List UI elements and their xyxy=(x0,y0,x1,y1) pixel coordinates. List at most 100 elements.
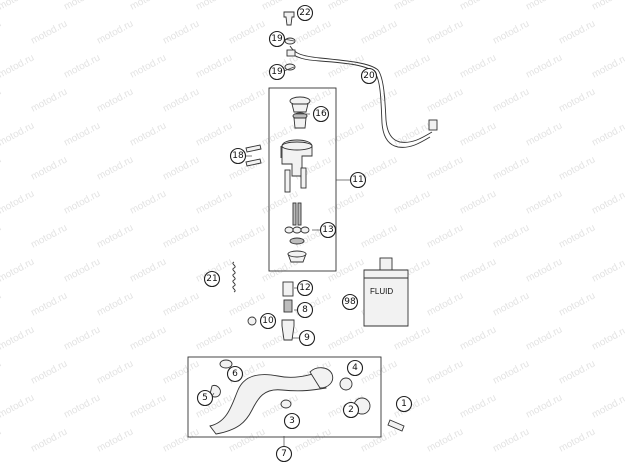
callout-11: 11 xyxy=(349,171,367,189)
watermark-text: motod.ru xyxy=(425,18,465,46)
fluid-label: FLUID xyxy=(370,287,393,296)
watermark-text: motod.ru xyxy=(458,188,498,216)
return-spring xyxy=(232,261,236,293)
watermark-text: motod.ru xyxy=(557,18,597,46)
svg-text:11: 11 xyxy=(352,175,363,185)
master-cylinder-parts xyxy=(280,96,313,263)
watermark-text: motod.ru xyxy=(458,392,498,420)
watermark-text: motod.ru xyxy=(524,0,564,13)
watermark-text: motod.ru xyxy=(161,154,201,182)
svg-text:6: 6 xyxy=(232,369,238,379)
svg-text:13: 13 xyxy=(322,225,333,235)
master-cylinder-frame xyxy=(268,87,337,272)
watermark-text: motod.ru xyxy=(359,222,399,250)
callout-1: 1 xyxy=(395,395,413,413)
svg-text:3: 3 xyxy=(289,416,295,426)
watermark-text: motod.ru xyxy=(95,18,135,46)
watermark-text: motod.ru xyxy=(95,290,135,318)
watermark-text: motod.ru xyxy=(326,52,366,80)
svg-text:19: 19 xyxy=(271,67,283,77)
watermark-text: motod.ru xyxy=(29,290,69,318)
watermark-text: motod.ru xyxy=(590,256,625,284)
brake-pedal-assembly xyxy=(209,359,405,435)
watermark-text: motod.ru xyxy=(227,18,267,46)
watermark-text: motod.ru xyxy=(458,52,498,80)
watermark-text: motod.ru xyxy=(557,358,597,386)
callout-21: 22 xyxy=(296,4,314,22)
svg-text:12: 12 xyxy=(299,283,310,293)
svg-text:10: 10 xyxy=(262,316,274,326)
watermark-text: motod.ru xyxy=(590,52,625,80)
watermark-text: motod.ru xyxy=(524,256,564,284)
svg-text:22: 22 xyxy=(299,8,310,18)
callout-10: 10 xyxy=(259,312,277,330)
watermark-text: motod.ru xyxy=(95,358,135,386)
watermark-text: motod.ru xyxy=(326,324,366,352)
watermark-text: motod.ru xyxy=(0,256,36,284)
watermark-text: motod.ru xyxy=(524,120,564,148)
watermark-text: motod.ru xyxy=(29,222,69,250)
svg-text:18: 18 xyxy=(232,151,244,161)
mounting-bolts xyxy=(245,144,262,167)
brake-lever-frame xyxy=(187,356,382,438)
svg-text:98: 98 xyxy=(344,297,356,307)
watermark-text: motod.ru xyxy=(62,324,102,352)
callout-8: 8 xyxy=(296,301,314,319)
svg-text:19: 19 xyxy=(271,34,283,44)
watermark-text: motod.ru xyxy=(194,52,234,80)
watermark-text: motod.ru xyxy=(557,290,597,318)
callout-19-upper: 19 xyxy=(268,30,286,48)
watermark-text: motod.ru xyxy=(161,86,201,114)
callouts: 22 19 19 20 16 18 11 13 21 12 98 8 10 9 … xyxy=(196,4,413,463)
callout-20: 20 xyxy=(360,67,378,85)
svg-text:21: 21 xyxy=(206,274,217,284)
watermark-text: motod.ru xyxy=(590,392,625,420)
watermark-text: motod.ru xyxy=(62,52,102,80)
watermark-text: motod.ru xyxy=(590,188,625,216)
watermark-text: motod.ru xyxy=(29,154,69,182)
watermark-text: motod.ru xyxy=(29,426,69,454)
watermark-text: motod.ru xyxy=(161,222,201,250)
watermark-text: motod.ru xyxy=(524,52,564,80)
callout-12: 12 xyxy=(296,279,314,297)
watermark-text: motod.ru xyxy=(425,426,465,454)
watermark-text: motod.ru xyxy=(491,426,531,454)
watermark-text: motod.ru xyxy=(128,392,168,420)
watermark-text: motod.ru xyxy=(62,0,102,13)
watermark-text: motod.ru xyxy=(590,120,625,148)
callout-13: 13 xyxy=(319,221,337,239)
watermark-text: motod.ru xyxy=(0,120,36,148)
watermark-text: motod.ru xyxy=(326,120,366,148)
callout-98: 98 xyxy=(341,293,359,311)
watermark-text: motod.ru xyxy=(227,86,267,114)
watermark-text: motod.ru xyxy=(557,86,597,114)
watermark-text: motod.ru xyxy=(128,0,168,13)
callout-9: 9 xyxy=(298,329,316,347)
watermark-text: motod.ru xyxy=(161,18,201,46)
watermark-text: motod.ru xyxy=(0,426,3,454)
watermark-text: motod.ru xyxy=(62,392,102,420)
watermark-text: motod.ru xyxy=(491,86,531,114)
watermark-text: motod.ru xyxy=(458,0,498,13)
watermark-text: motod.ru xyxy=(425,358,465,386)
watermark-text: motod.ru xyxy=(425,86,465,114)
watermark-text: motod.ru xyxy=(293,426,333,454)
watermark-text: motod.ru xyxy=(29,18,69,46)
watermark-text: motod.ru xyxy=(0,154,3,182)
watermark-text: motod.ru xyxy=(392,324,432,352)
watermark-text: motod.ru xyxy=(0,222,3,250)
svg-text:9: 9 xyxy=(304,333,310,343)
watermark-text: motod.ru xyxy=(128,188,168,216)
watermark-text: motod.ru xyxy=(392,120,432,148)
svg-text:4: 4 xyxy=(352,363,358,373)
watermark-text: motod.ru xyxy=(0,290,3,318)
watermark-text: motod.ru xyxy=(194,188,234,216)
callout-19-lower: 19 xyxy=(268,63,286,81)
svg-text:2: 2 xyxy=(348,405,354,415)
callout-5: 5 xyxy=(196,389,214,407)
watermark-text: motod.ru xyxy=(161,358,201,386)
watermark-text: motod.ru xyxy=(458,256,498,284)
watermark-text: motod.ru xyxy=(392,0,432,13)
callout-4: 4 xyxy=(346,359,364,377)
